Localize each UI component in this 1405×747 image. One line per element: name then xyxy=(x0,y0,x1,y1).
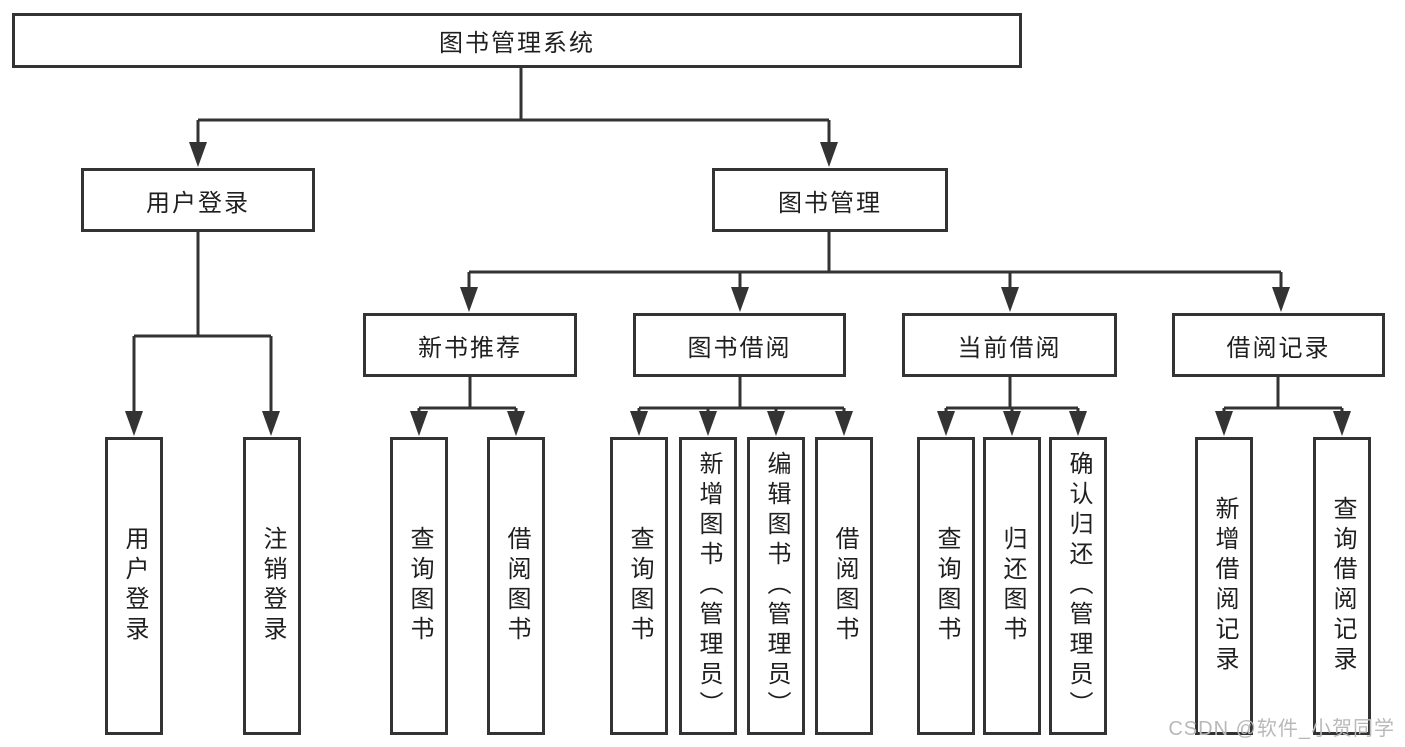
arrowhead-icon xyxy=(507,411,525,436)
leaf-query-books-current: 查询图书 xyxy=(917,437,975,735)
node-book-borrowing: 图书借阅 xyxy=(633,313,846,377)
arrowhead-icon xyxy=(125,411,143,436)
arrowhead-icon xyxy=(262,411,280,436)
arrowhead-icon xyxy=(1272,287,1290,312)
node-borrowing-records: 借阅记录 xyxy=(1172,313,1385,377)
arrowhead-icon xyxy=(1001,287,1019,312)
arrowhead-icon xyxy=(410,411,428,436)
leaf-confirm-return-admin: 确认归还（管理员） xyxy=(1049,437,1107,735)
leaf-borrow-books-recommendation: 借阅图书 xyxy=(487,437,545,735)
arrowhead-icon xyxy=(937,411,955,436)
node-user-login: 用户登录 xyxy=(81,168,315,232)
arrowhead-icon xyxy=(820,142,838,167)
leaf-borrow-books-borrowing: 借阅图书 xyxy=(815,437,873,735)
leaf-add-borrow-record: 新增借阅记录 xyxy=(1195,437,1253,735)
arrowhead-icon xyxy=(1003,411,1021,436)
arrowhead-icon xyxy=(1215,411,1233,436)
arrowhead-icon xyxy=(630,411,648,436)
arrowhead-icon xyxy=(460,287,478,312)
arrowhead-icon xyxy=(731,287,749,312)
arrowhead-icon xyxy=(767,411,785,436)
leaf-add-book-admin: 新增图书（管理员） xyxy=(679,437,737,735)
node-book-management: 图书管理 xyxy=(712,168,948,232)
node-library-management-system: 图书管理系统 xyxy=(12,13,1022,68)
csdn-watermark: CSDN @软件_小贺同学 xyxy=(1168,718,1395,740)
node-new-book-recommendation: 新书推荐 xyxy=(363,313,577,377)
leaf-edit-book-admin: 编辑图书（管理员） xyxy=(747,437,805,735)
leaf-query-borrow-record: 查询借阅记录 xyxy=(1313,437,1371,735)
leaf-logout: 注销登录 xyxy=(243,437,301,735)
arrowhead-icon xyxy=(189,142,207,167)
leaf-query-books-borrowing: 查询图书 xyxy=(610,437,668,735)
node-current-borrowing: 当前借阅 xyxy=(902,313,1117,377)
leaf-user-login: 用户登录 xyxy=(105,437,163,735)
arrowhead-icon xyxy=(835,411,853,436)
leaf-return-books: 归还图书 xyxy=(983,437,1041,735)
leaf-query-books-recommendation: 查询图书 xyxy=(390,437,448,735)
arrowhead-icon xyxy=(1333,411,1351,436)
arrowhead-icon xyxy=(1069,411,1087,436)
arrowhead-icon xyxy=(699,411,717,436)
